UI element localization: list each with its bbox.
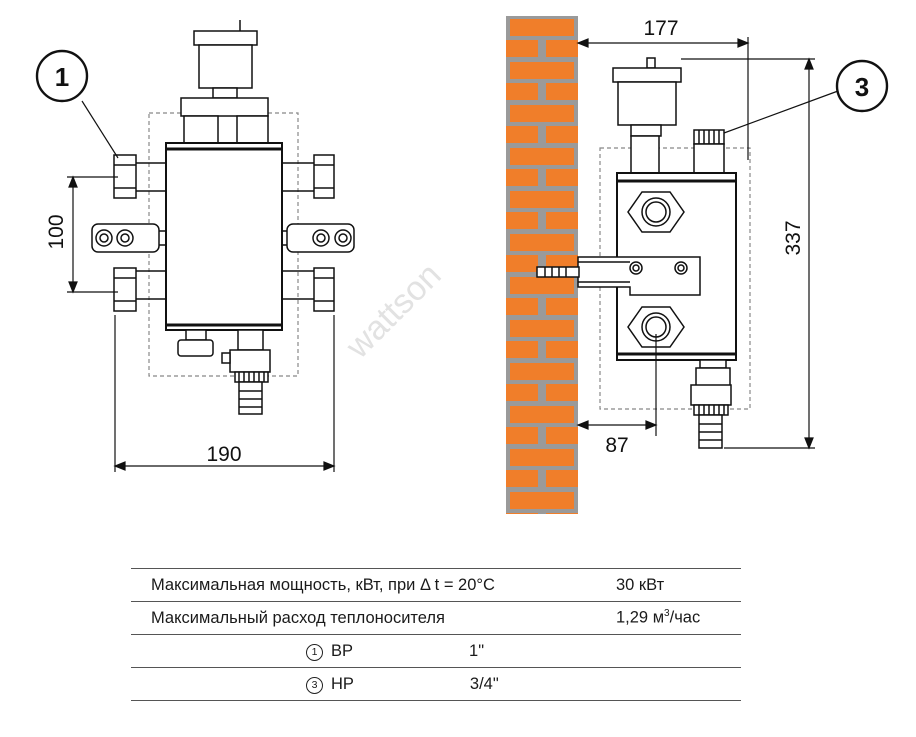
connection-3: 3 НР 3/4" [131,667,616,701]
dimension-87: 87 [605,434,628,457]
connection-1-name: ВР [331,641,354,660]
connection-3-value: 3/4" [469,674,499,693]
hose-nozzle [238,381,263,415]
table-row: 1 ВР 1" [131,634,741,668]
connection-3-name: НР [331,674,354,693]
vent-cap [193,30,258,46]
technical-drawing: 100 190 1 [35,16,889,514]
port-nut [113,267,137,312]
connection-1-number: 1 [306,643,323,661]
callout-1-circle [35,49,89,103]
table-row: Максимальный расход теплоносителя 1,29 м… [131,601,741,635]
callout-3-circle [835,59,889,113]
wall-bracket [91,223,160,253]
flow-label: Максимальный расход теплоносителя [131,601,616,635]
dimension-177: 177 [643,17,678,40]
connection-3-number: 3 [306,676,323,694]
connection-1: 1 ВР 1" [131,634,616,668]
dimension-100: 100 [45,214,68,249]
drain-plug [177,339,214,357]
front-dimensions [67,100,336,472]
flow-value: 1,29 м3/час [616,601,741,635]
side-view [536,57,751,449]
side-dimensions [576,37,839,450]
anchor-bolt [536,266,580,278]
front-view [91,20,355,415]
port-nut [313,154,335,199]
mounting-bracket [577,256,701,296]
dimension-190: 190 [206,443,241,466]
port-nut [313,267,335,312]
callout-1-label: 1 [55,62,69,92]
hex-nut-bottom [627,306,685,348]
hex-nut-top [627,191,685,233]
separator-body [165,142,283,331]
connection-1-value: 1" [469,641,485,660]
dimension-337: 337 [782,220,805,255]
table-row: Максимальная мощность, кВт, при Δ t = 20… [131,568,741,602]
wall-bracket [286,223,355,253]
power-label: Максимальная мощность, кВт, при Δ t = 20… [131,568,616,602]
spec-table: Максимальная мощность, кВт, при Δ t = 20… [131,568,741,701]
table-row: 3 НР 3/4" [131,667,741,701]
power-value: 30 кВт [616,568,741,602]
side-view-outline [599,147,751,410]
watermark: wattson [338,256,448,366]
callout-3-label: 3 [855,72,869,102]
brick-wall [506,16,578,514]
vent-cap [612,67,682,83]
